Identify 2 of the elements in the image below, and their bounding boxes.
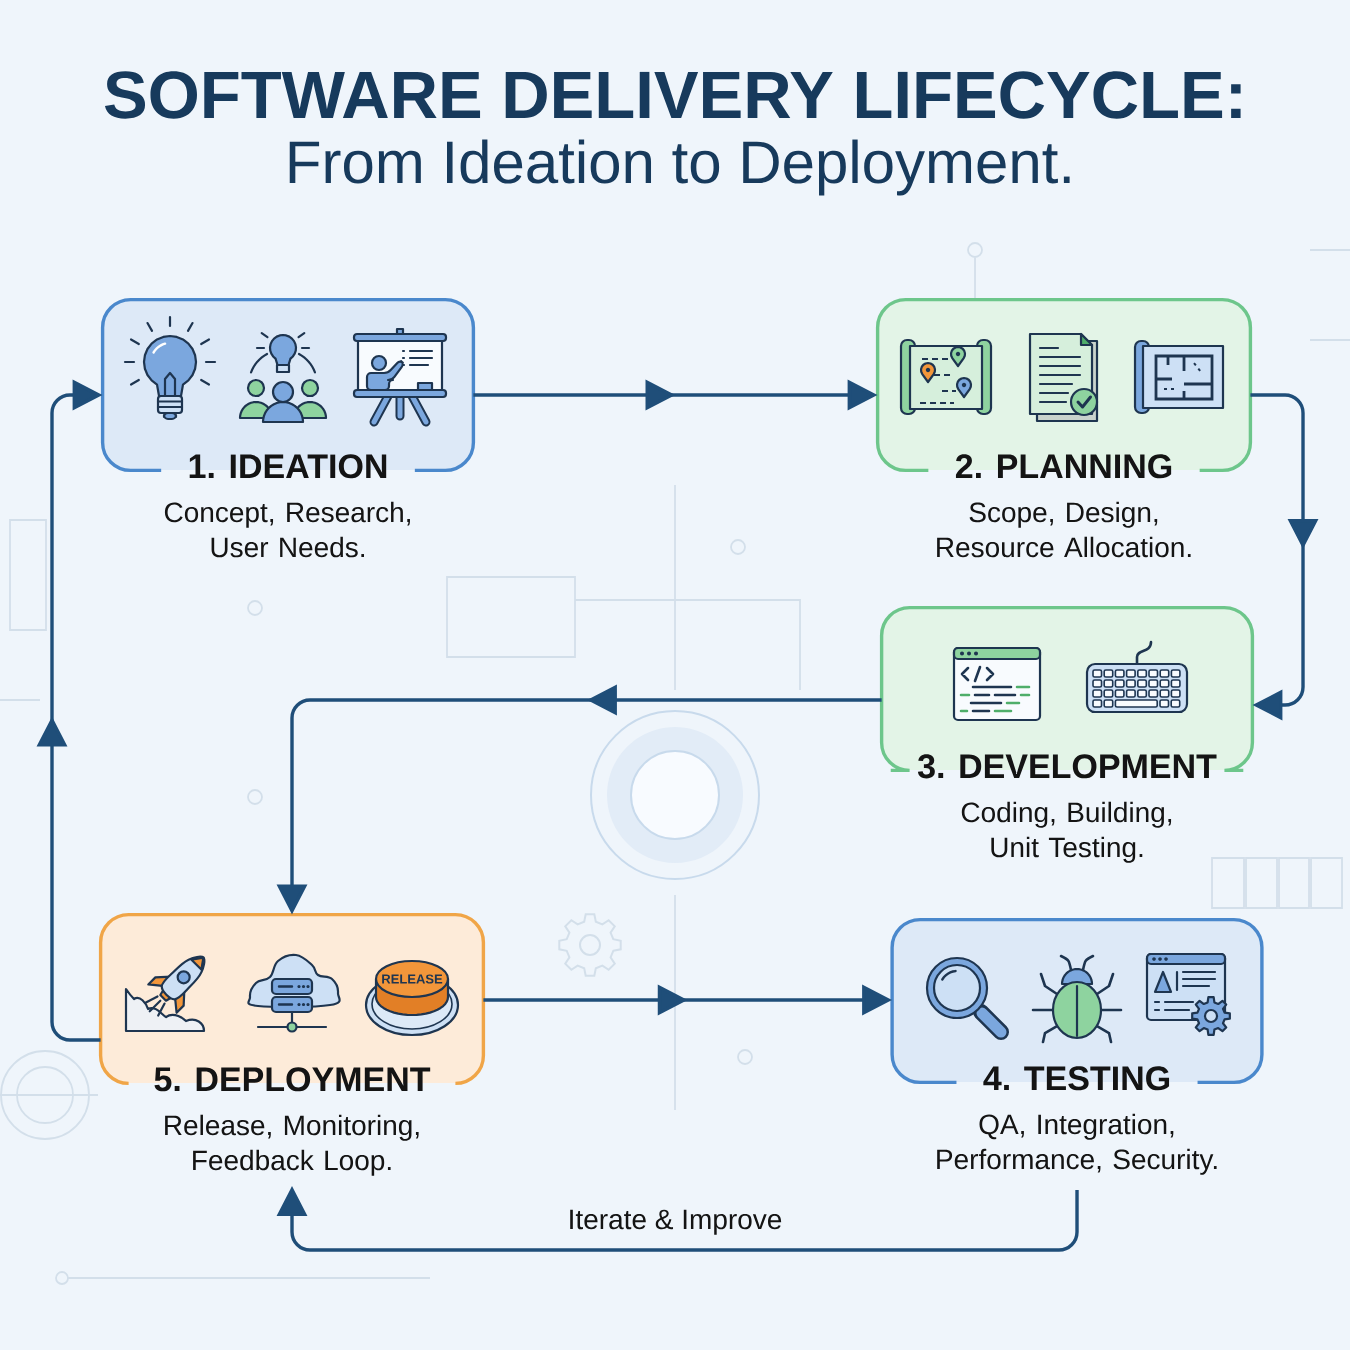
subtitle: From Ideation to Deployment. xyxy=(289,139,1070,196)
title: SOFTWARE DELIVERY LIFECYCLE: xyxy=(104,71,1241,119)
